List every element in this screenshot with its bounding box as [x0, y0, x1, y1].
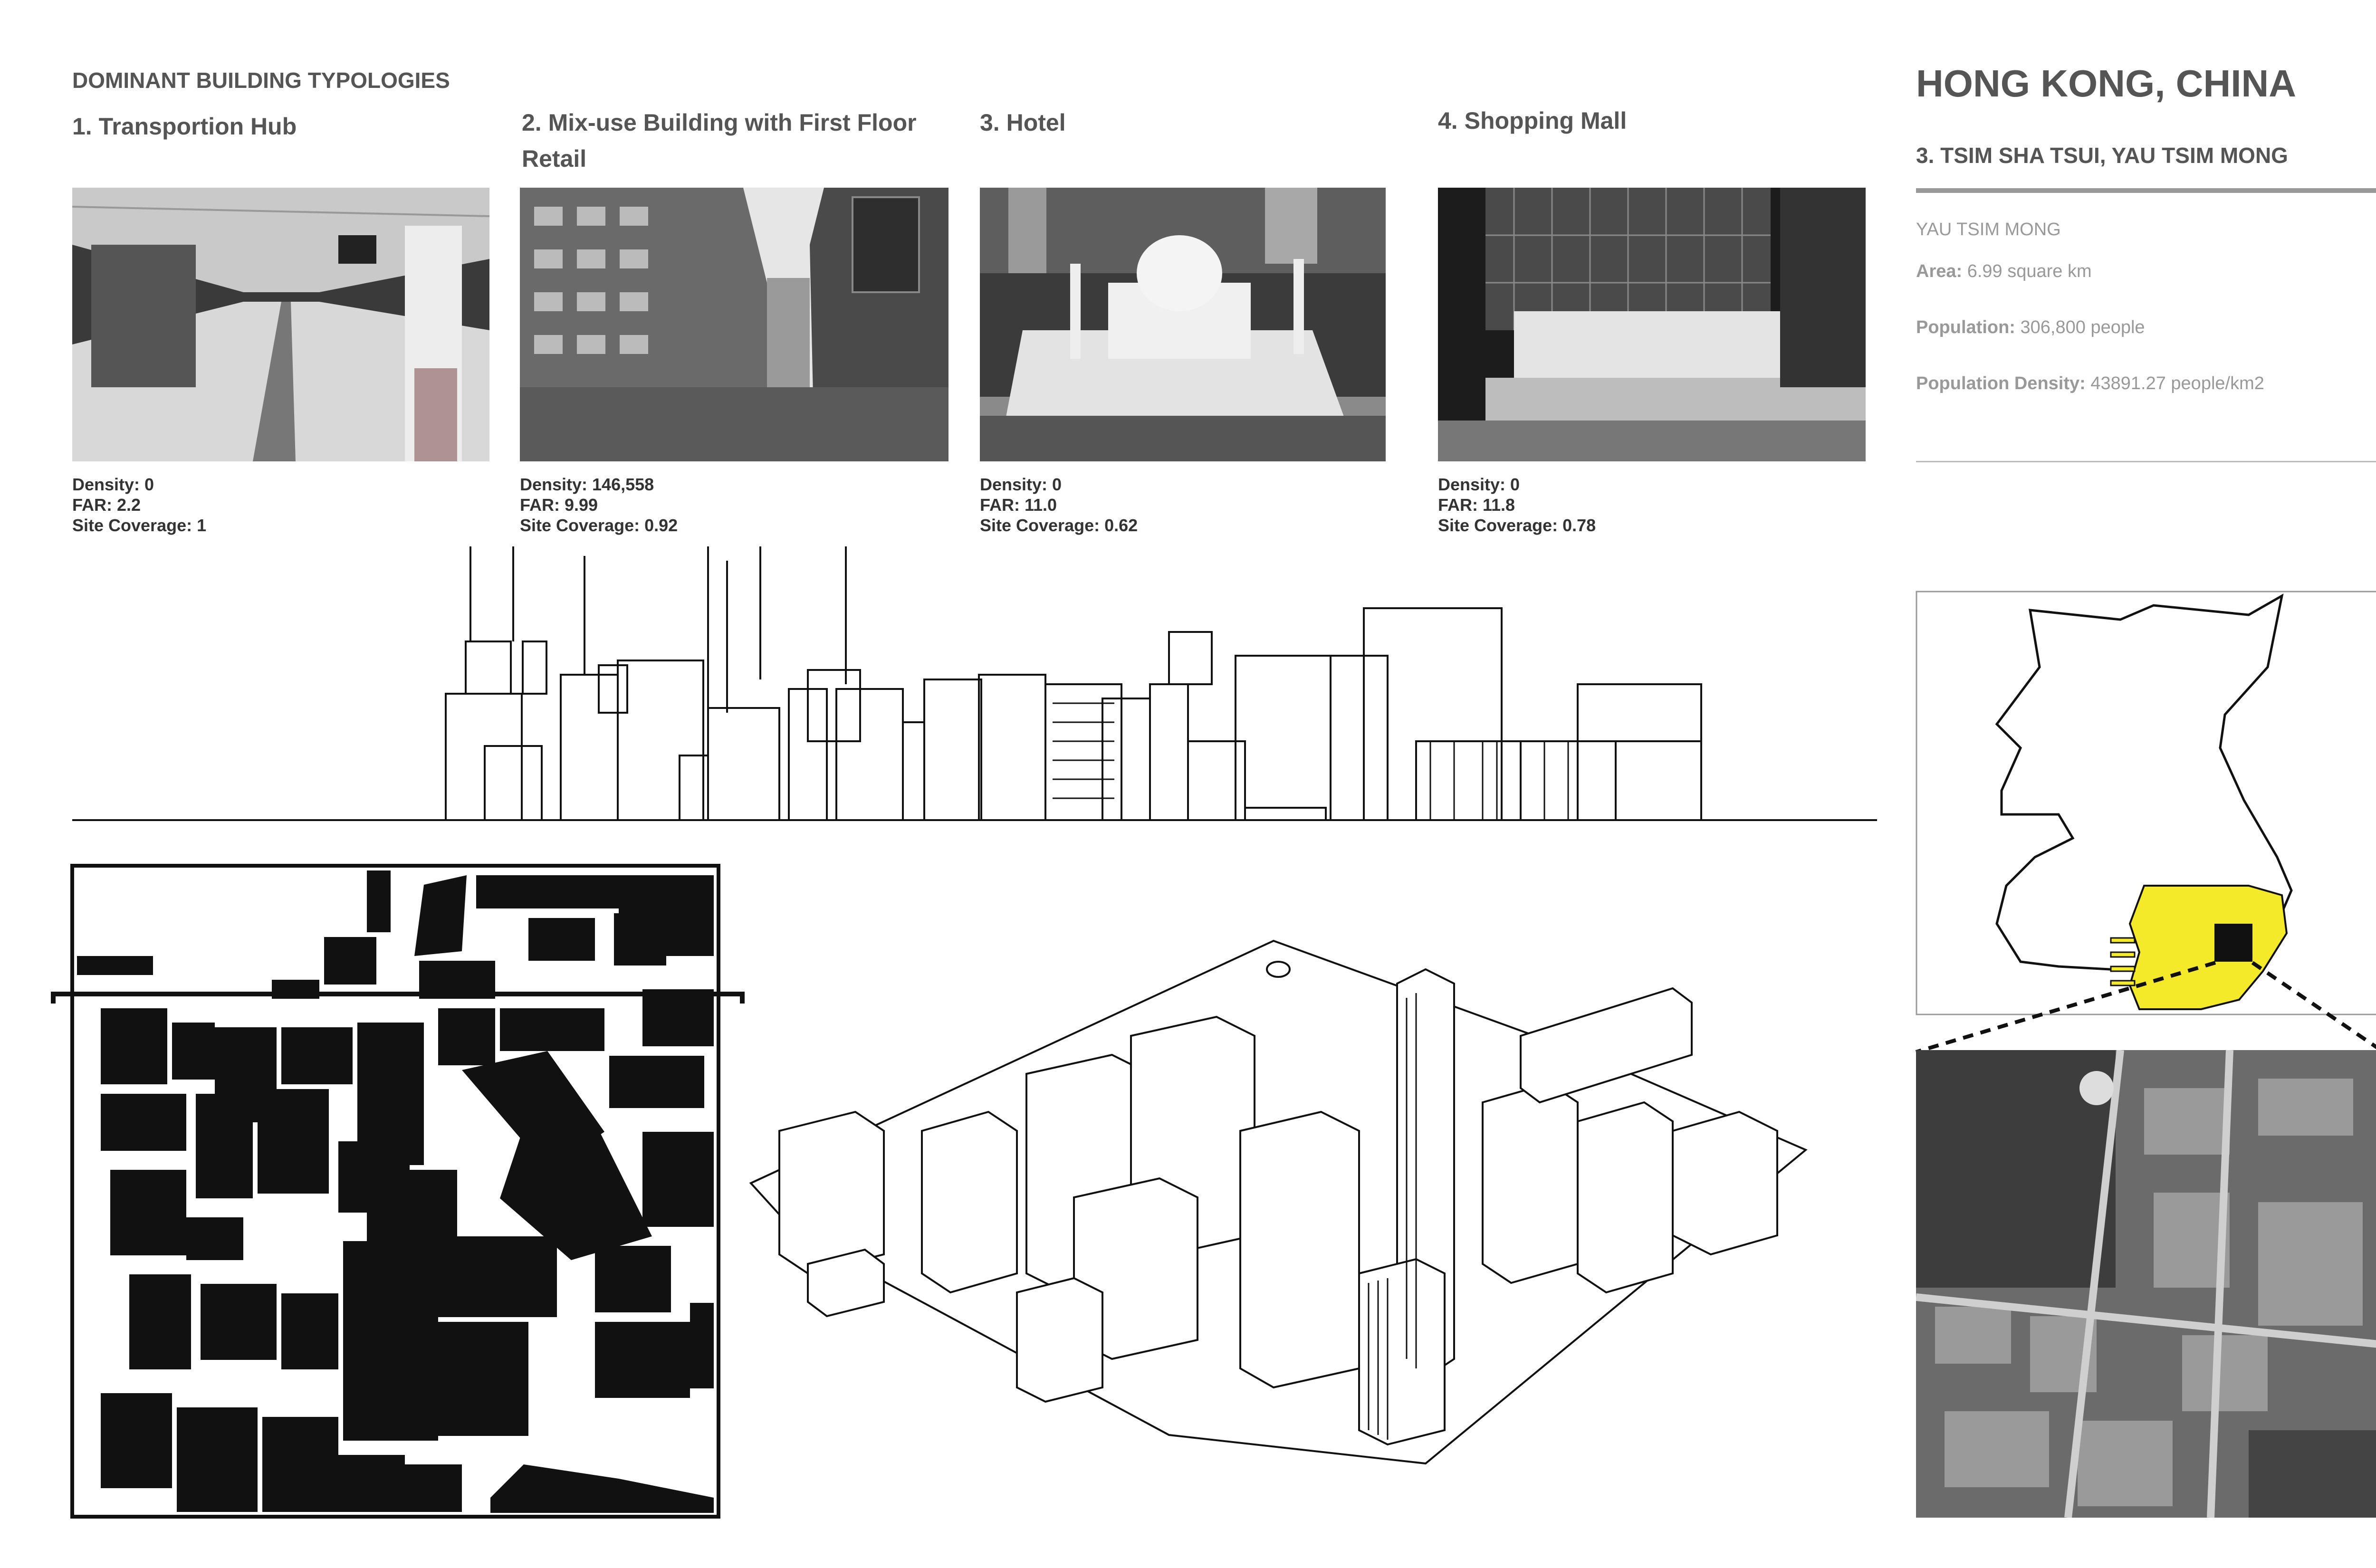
typology-stats-hotel: Density: 0 FAR: 11.0 Site Coverage: 0.62 — [980, 474, 1138, 535]
typology-title-shopping-mall: 4. Shopping Mall — [1438, 107, 1627, 134]
far-value: FAR: 9.99 — [520, 495, 598, 515]
district-name: YAU TSIM MONG — [1916, 220, 2061, 239]
site-coverage-value: Site Coverage: 0.92 — [520, 516, 678, 535]
typology-title-hotel: 3. Hotel — [980, 109, 1066, 136]
aerial-satellite-photo — [1916, 1050, 2376, 1518]
far-value: FAR: 11.8 — [1438, 495, 1515, 515]
typology-stats-shopping-mall: Density: 0 FAR: 11.8 Site Coverage: 0.78 — [1438, 474, 1596, 535]
mosque-photo — [980, 188, 1386, 461]
street-buildings-photo — [520, 188, 948, 461]
site-coverage-value: Site Coverage: 0.62 — [980, 516, 1138, 535]
section-title: DOMINANT BUILDING TYPOLOGIES — [72, 68, 450, 93]
axonometric-massing — [749, 939, 1808, 1465]
site-coverage-value: Site Coverage: 1 — [72, 516, 207, 535]
district-title: 3. TSIM SHA TSUI, YAU TSIM MONG — [1916, 143, 2288, 168]
far-value: FAR: 2.2 — [72, 495, 141, 515]
leader-lines — [1915, 961, 2376, 1054]
district-density: Population Density: 43891.27 people/km2 — [1916, 373, 2264, 394]
typology-stats-transport-hub: Density: 0 FAR: 2.2 Site Coverage: 1 — [72, 474, 206, 535]
district-location-map — [1916, 591, 2376, 1015]
district-population: Population: 306,800 people — [1916, 317, 2145, 338]
typology-title-mixed-use: 2. Mix-use Building with First Floor Ret… — [522, 109, 917, 172]
area-value: 6.99 square km — [1967, 261, 2092, 281]
section-cut-line — [51, 992, 745, 1004]
site-coverage-value: Site Coverage: 0.78 — [1438, 516, 1596, 535]
typology-title-transport-hub: 1. Transportion Hub — [72, 113, 297, 140]
density-value: Density: 0 — [72, 475, 154, 494]
district-area: Area: 6.99 square km — [1916, 261, 2092, 282]
population-density-label: Population Density: — [1916, 373, 2086, 393]
highlighted-district — [2128, 885, 2288, 1010]
population-density-value: 43891.27 people/km2 — [2090, 373, 2264, 393]
district-divider-thick — [1916, 188, 2376, 193]
district-divider-thin — [1916, 461, 2376, 462]
density-value: Density: 0 — [980, 475, 1062, 494]
city-title: HONG KONG, CHINA — [1916, 62, 2296, 105]
shopping-mall-photo — [1438, 188, 1866, 461]
population-value: 306,800 people — [2020, 317, 2145, 337]
figure-ground-plan — [51, 864, 745, 1519]
density-value: Density: 0 — [1438, 475, 1520, 494]
density-value: Density: 146,558 — [520, 475, 654, 494]
far-value: FAR: 11.0 — [980, 495, 1057, 515]
typology-stats-mixed-use: Density: 146,558 FAR: 9.99 Site Coverage… — [520, 474, 678, 535]
area-label: Area: — [1916, 261, 1963, 281]
site-marker — [2214, 924, 2252, 962]
subway-station-photo — [72, 188, 489, 461]
population-label: Population: — [1916, 317, 2015, 337]
